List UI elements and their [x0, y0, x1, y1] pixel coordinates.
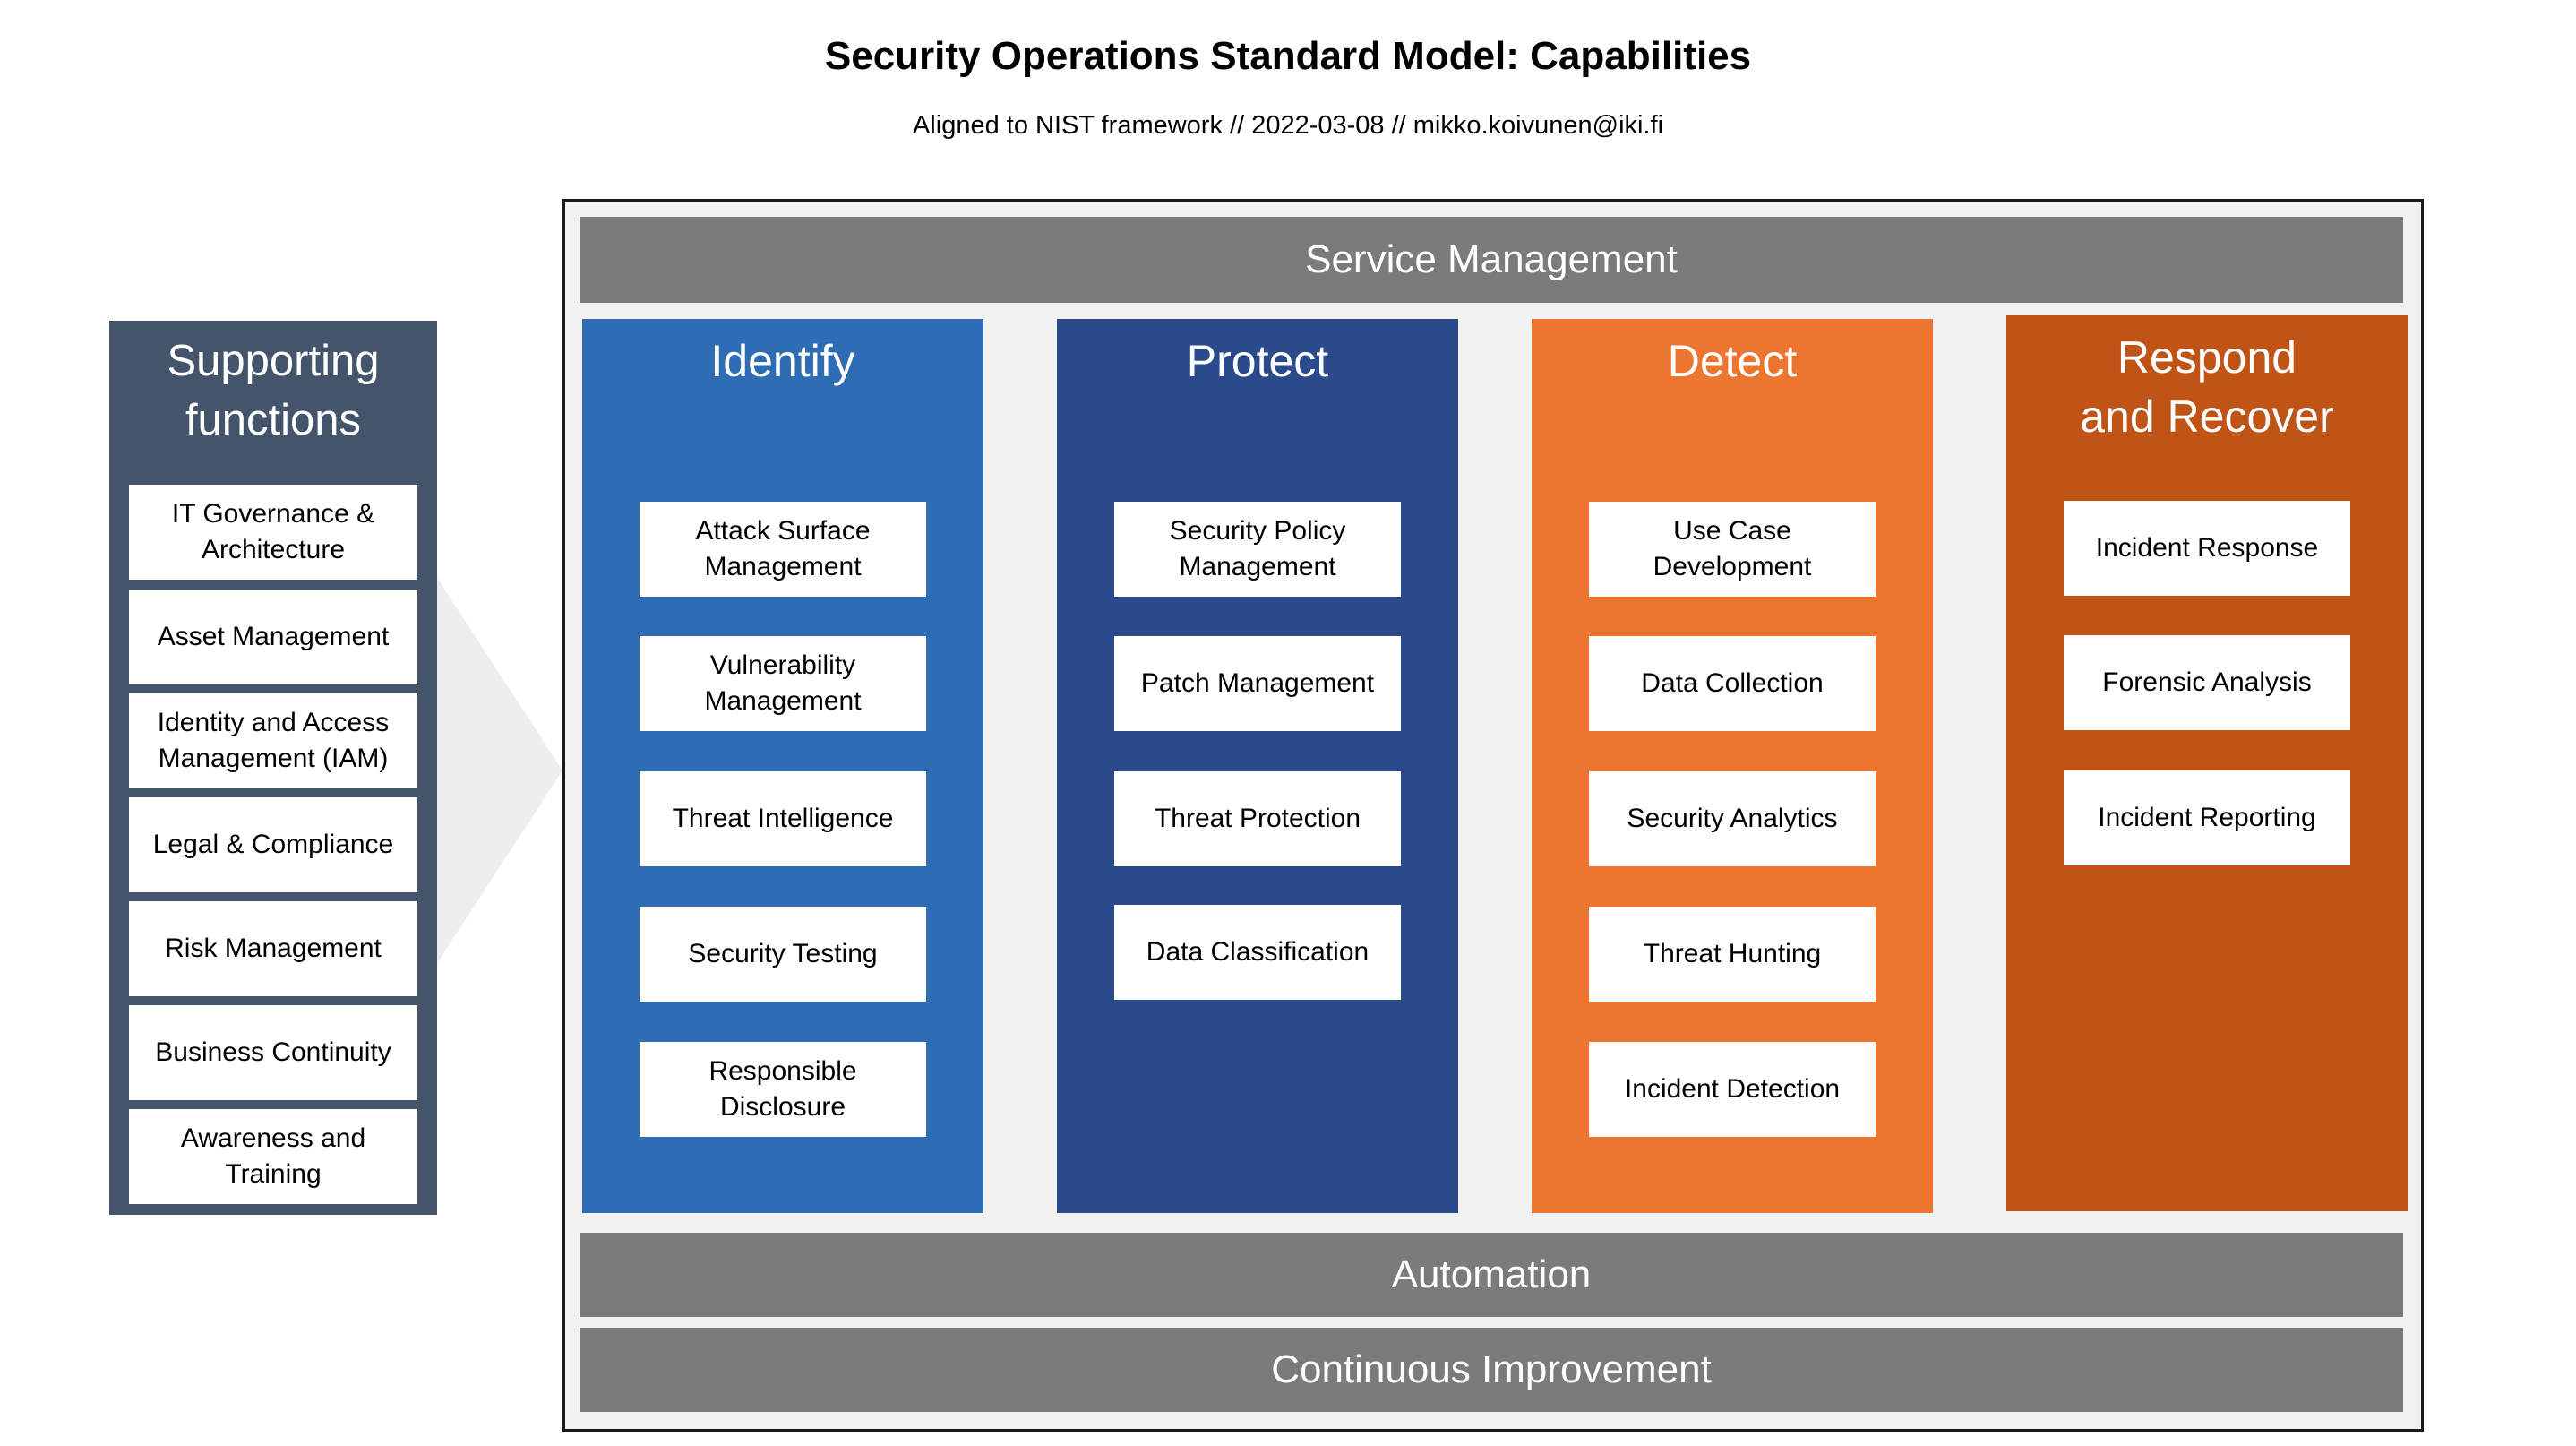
respond-recover-column-title: Respond and Recover	[2006, 328, 2408, 446]
capability-security-analytics: Security Analytics	[1589, 771, 1876, 866]
support-item-asset-management: Asset Management	[129, 590, 417, 684]
continuous-improvement-bar: Continuous Improvement	[580, 1328, 2403, 1412]
supporting-functions-panel: Supporting functions IT Governance & Arc…	[109, 321, 437, 1215]
automation-bar: Automation	[580, 1233, 2403, 1317]
capability-incident-response: Incident Response	[2064, 501, 2350, 596]
respond-title-line-2: and Recover	[2080, 392, 2334, 442]
capability-patch-management: Patch Management	[1114, 636, 1401, 731]
connector-arrow-shape	[437, 578, 562, 963]
protect-column-title: Protect	[1057, 331, 1458, 391]
detect-title-line-1: Detect	[1667, 336, 1798, 386]
capability-incident-detection: Incident Detection	[1589, 1042, 1876, 1137]
support-item-it-governance: IT Governance & Architecture	[129, 485, 417, 580]
capability-incident-reporting: Incident Reporting	[2064, 770, 2350, 865]
support-item-business-continuity: Business Continuity	[129, 1005, 417, 1100]
identify-column-title: Identify	[582, 331, 983, 391]
supporting-title-line-1: Supporting	[167, 337, 380, 385]
detect-column-title: Detect	[1532, 331, 1933, 391]
protect-title-line-1: Protect	[1186, 336, 1329, 386]
capability-attack-surface-management: Attack Surface Management	[640, 502, 926, 597]
identify-column: Identify Attack Surface Management Vulne…	[582, 319, 983, 1213]
diagram-subtitle: Aligned to NIST framework // 2022-03-08 …	[912, 111, 1664, 140]
protect-column: Protect Security Policy Management Patch…	[1057, 319, 1458, 1213]
detect-column: Detect Use Case Development Data Collect…	[1532, 319, 1933, 1213]
capability-data-classification: Data Classification	[1114, 905, 1401, 1000]
capability-data-collection: Data Collection	[1589, 636, 1876, 731]
capability-responsible-disclosure: Responsible Disclosure	[640, 1042, 926, 1137]
capability-threat-hunting: Threat Hunting	[1589, 907, 1876, 1002]
capability-threat-protection: Threat Protection	[1114, 771, 1401, 866]
support-item-awareness-training: Awareness and Training	[129, 1109, 417, 1204]
respond-title-line-1: Respond	[2117, 332, 2297, 383]
support-item-risk-management: Risk Management	[129, 901, 417, 996]
capability-vulnerability-management: Vulnerability Management	[640, 636, 926, 731]
capability-security-testing: Security Testing	[640, 907, 926, 1002]
capability-threat-intelligence: Threat Intelligence	[640, 771, 926, 866]
supporting-functions-title: Supporting functions	[109, 331, 437, 450]
identify-title-line-1: Identify	[710, 336, 855, 386]
support-item-iam: Identity and Access Management (IAM)	[129, 693, 417, 788]
capability-forensic-analysis: Forensic Analysis	[2064, 635, 2350, 730]
respond-recover-column: Respond and Recover Incident Response Fo…	[2006, 315, 2408, 1211]
diagram-title: Security Operations Standard Model: Capa…	[824, 34, 1752, 78]
service-management-bar: Service Management	[580, 217, 2403, 303]
supporting-title-line-2: functions	[185, 396, 362, 444]
capability-security-policy-management: Security Policy Management	[1114, 502, 1401, 597]
capability-use-case-development: Use Case Development	[1589, 502, 1876, 597]
support-item-legal-compliance: Legal & Compliance	[129, 797, 417, 892]
